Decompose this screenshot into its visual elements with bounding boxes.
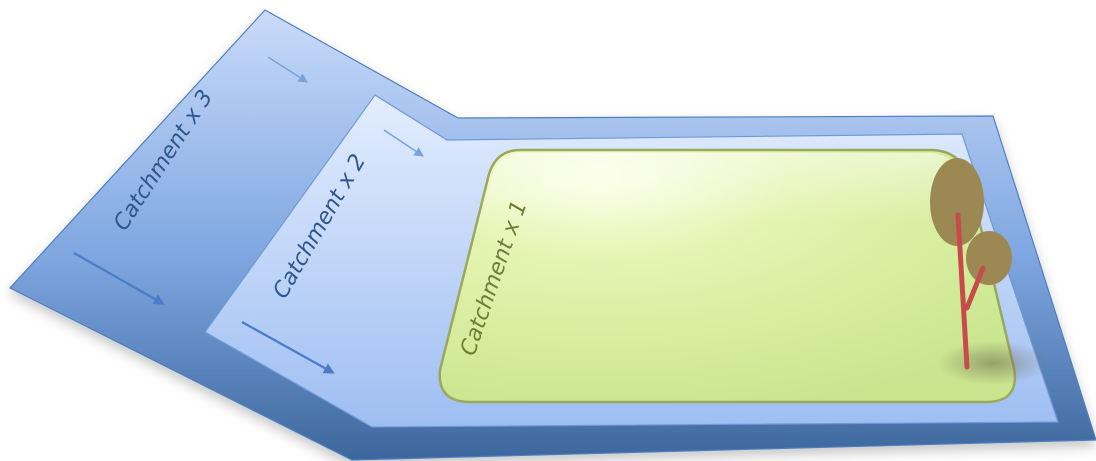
flow-arrow-outer-small: [267, 56, 309, 83]
tree-trunk-branch: [964, 265, 986, 311]
tree-trunk-main: [955, 212, 970, 370]
catchment-x1-region: [438, 148, 1017, 404]
tree-canopy-small: [966, 231, 1012, 285]
flow-arrows: [73, 56, 424, 374]
flow-arrow-outer-large: [73, 252, 165, 305]
flow-arrow-middle-small: [383, 129, 424, 157]
catchment-x1-highlight: [480, 153, 972, 222]
tree-canopy-large: [930, 158, 984, 246]
flow-arrow-middle-large: [241, 321, 335, 374]
tree-group: [930, 158, 1049, 385]
tree-shadow: [937, 341, 1049, 385]
